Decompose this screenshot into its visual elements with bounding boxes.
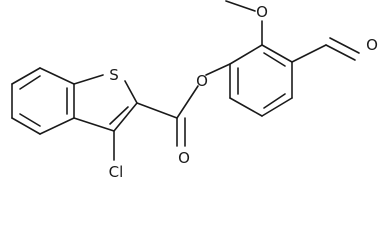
bond [113, 102, 138, 132]
benzo-ring [11, 67, 75, 135]
bond [229, 97, 263, 117]
chemical-structure: S Cl O O O O [11, 0, 378, 181]
methoxy-group [225, 0, 263, 46]
bond-double-inner [263, 52, 286, 67]
atom-label-aldehyde-oxygen: O [366, 36, 378, 54]
bond [291, 44, 327, 63]
bond-c-o-double [325, 44, 356, 61]
bond [261, 44, 293, 63]
bond [73, 74, 104, 85]
aldehyde-group [291, 37, 360, 63]
bond [39, 67, 75, 85]
bond [11, 117, 41, 135]
atom-label-chlorine: Cl [109, 163, 124, 181]
bond [225, 0, 256, 12]
bond-double-inner [19, 113, 41, 127]
atom-label-methoxy-oxygen: O [256, 3, 268, 21]
bond-double-inner [263, 93, 286, 109]
bond [73, 117, 115, 132]
bond [124, 80, 138, 104]
bond-c-o-double [329, 37, 360, 54]
atom-label-sulfur: S [109, 66, 119, 84]
phenyl-ring [229, 44, 293, 117]
bond [39, 117, 75, 135]
bond [261, 97, 293, 117]
atom-label-carbonyl-oxygen: O [178, 149, 190, 167]
ester-group [136, 63, 231, 147]
bond-double-inner [109, 106, 129, 125]
bond [176, 85, 199, 119]
bond [205, 63, 231, 76]
bond [136, 102, 178, 119]
bond [11, 67, 41, 85]
atom-label-ester-oxygen: O [196, 72, 208, 90]
thiophene-ring [73, 74, 138, 132]
bond [229, 44, 263, 65]
bond-double-inner [19, 75, 41, 90]
